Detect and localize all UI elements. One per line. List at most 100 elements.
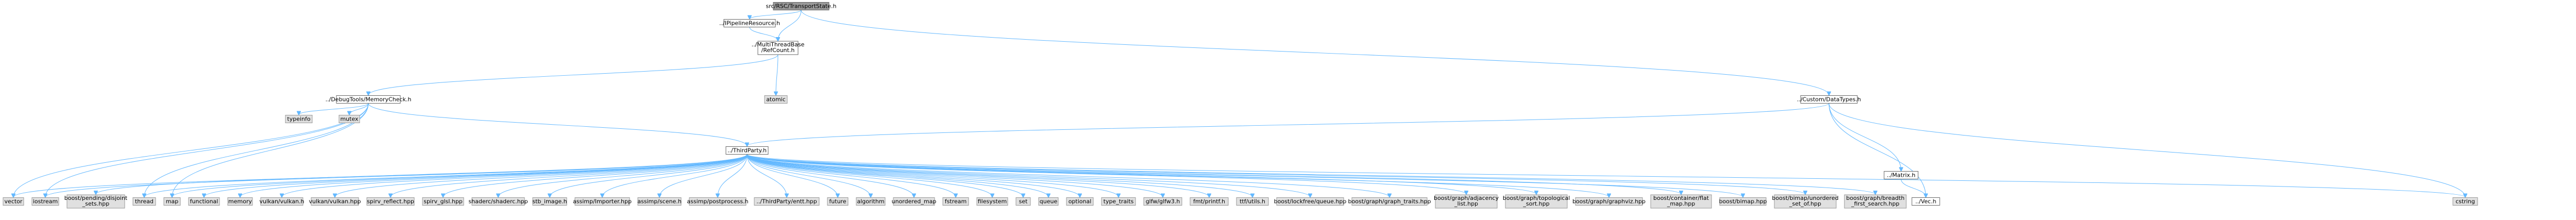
include-edge-memorycheck-to-mutex xyxy=(349,103,369,115)
include-edge-pipeline-to-multithread xyxy=(749,27,778,41)
graph-node-adjacencylist: boost/graph/adjacency_list.hpp xyxy=(1434,194,1499,209)
node-label: _sort.hpp xyxy=(1522,200,1549,207)
node-box xyxy=(1236,197,1269,206)
include-edge-thirdparty-to-assimpscene xyxy=(659,154,748,197)
node-box xyxy=(754,197,820,206)
graph-node-stbimage: stb_image.h xyxy=(532,197,567,206)
node-label: boost/pending/disjoint xyxy=(64,195,128,201)
include-edge-thirdparty-to-filesystem xyxy=(747,154,992,197)
include-edge-thirdparty-to-assimpimporter xyxy=(602,154,748,197)
node-label: functional xyxy=(190,198,218,205)
node-box xyxy=(163,197,181,206)
node-label: _map.hpp xyxy=(1667,200,1695,207)
graph-node-matrix[interactable]: ../Matrix.h xyxy=(1884,171,1919,179)
graph-node-future: future xyxy=(827,197,849,206)
graph-node-map: map xyxy=(163,197,181,206)
include-edge-memorycheck-to-thirdparty xyxy=(368,103,747,146)
node-label: assimp/Importer.hpp xyxy=(573,198,632,205)
graph-node-cstring: cstring xyxy=(2452,197,2478,206)
include-edge-thirdparty-to-vulkanhpp xyxy=(335,154,748,197)
include-edge-thirdparty-to-assimppost xyxy=(718,154,748,197)
graph-node-multithread[interactable]: ../MultiThreadBase/RefCount.h xyxy=(752,41,805,55)
graph-node-thirdparty[interactable]: ../ThirdParty.h xyxy=(725,146,769,155)
node-box xyxy=(942,197,969,206)
node-label: vulkan/vulkan.h xyxy=(259,198,304,205)
node-box xyxy=(1650,194,1712,209)
node-label: ../MultiThreadBase xyxy=(752,41,805,48)
graph-node-customtypes[interactable]: ../Custom/DataTypes.h xyxy=(1797,95,1861,104)
node-label: ttf/utils.h xyxy=(1240,198,1265,205)
node-label: mutex xyxy=(340,116,359,123)
node-label: unordered_map xyxy=(892,198,937,205)
node-box xyxy=(723,19,776,27)
node-box xyxy=(1038,197,1059,206)
graph-node-root[interactable]: src/RSC/TransportState.h xyxy=(766,2,837,10)
include-edge-thirdparty-to-bimap xyxy=(747,154,1743,197)
include-edge-memorycheck-to-typeinfo xyxy=(299,103,369,115)
node-box xyxy=(1575,197,1643,206)
node-label: _first_search.hpp xyxy=(1851,200,1899,207)
graph-node-spirvreflect: spirv_reflect.hpp xyxy=(366,197,415,206)
node-label: future xyxy=(829,198,846,205)
node-box xyxy=(764,95,788,104)
include-edge-thirdparty-to-unorderedsetof xyxy=(747,154,1805,195)
node-label: ../Vec.h xyxy=(1916,198,1937,205)
node-box xyxy=(132,197,156,206)
node-label: map xyxy=(166,198,178,205)
node-box xyxy=(1015,197,1031,206)
graph-node-atomic: atomic xyxy=(764,95,788,104)
node-box xyxy=(574,197,630,206)
node-label: atomic xyxy=(766,96,786,103)
node-box xyxy=(1143,197,1182,206)
graph-node-queue: queue xyxy=(1038,197,1059,206)
node-label: boost/graph/adjacency xyxy=(1434,195,1499,201)
node-box xyxy=(422,197,464,206)
include-edge-matrix-to-vech xyxy=(1901,179,1926,197)
include-edge-customtypes-to-vech xyxy=(1828,103,1926,197)
node-box xyxy=(1351,197,1428,206)
node-label: shaderc/shaderc.hpp xyxy=(468,198,528,205)
graph-node-topologicalsort: boost/graph/topological_sort.hpp xyxy=(1503,194,1570,209)
node-box xyxy=(338,115,360,123)
node-label: thread xyxy=(135,198,154,205)
include-edge-thirdparty-to-thirdpartyhpp xyxy=(747,154,787,197)
node-label: boost/graph/graphviz.hpp xyxy=(1572,198,1646,205)
node-label: type_traits xyxy=(1104,198,1134,205)
node-box xyxy=(773,2,829,10)
node-label: queue xyxy=(1040,198,1058,205)
node-box xyxy=(311,197,359,206)
node-label: boost/container/flat xyxy=(1653,195,1709,201)
node-label: assimp/scene.h xyxy=(637,198,681,205)
graph-node-fstream: fstream xyxy=(942,197,969,206)
include-edge-thirdparty-to-iostream xyxy=(45,154,748,197)
node-label: glfw/glfw3.h xyxy=(1146,198,1180,205)
include-edge-customtypes-to-matrix xyxy=(1828,103,1901,171)
node-box xyxy=(856,197,886,206)
node-box xyxy=(827,197,849,206)
graph-node-typetraits: type_traits xyxy=(1101,197,1136,206)
include-edge-thirdparty-to-flatmap xyxy=(747,154,1681,195)
node-box xyxy=(336,95,401,104)
node-box xyxy=(66,194,125,209)
node-label: boost/graph/topological xyxy=(1503,195,1570,201)
graph-node-filesystem: filesystem xyxy=(976,197,1008,206)
graph-node-memory: memory xyxy=(227,197,253,206)
include-edge-thirdparty-to-dynbitset xyxy=(96,154,748,195)
graph-node-optional: optional xyxy=(1066,197,1094,206)
include-edge-memorycheck-to-thread xyxy=(144,103,369,197)
graph-node-pipeline[interactable]: ../IPipelineResource.h xyxy=(719,19,780,27)
node-label: boost/lockfree/queue.hpp xyxy=(1274,198,1347,205)
graph-node-thirdpartyhpp: ../ThirdParty/entt.hpp xyxy=(754,197,820,206)
node-label: typeinfo xyxy=(287,116,310,123)
graph-node-memorycheck[interactable]: ../DebugTools/MemoryCheck.h xyxy=(326,95,412,104)
graph-node-unorderedmap: unordered_map xyxy=(892,197,937,206)
graph-node-vulkanhpp: vulkan/vulkan.hpp xyxy=(309,197,361,206)
graph-node-vech[interactable]: ../Vec.h xyxy=(1911,197,1940,206)
include-edge-thirdparty-to-fmt xyxy=(747,154,1209,197)
graph-node-flatmap: boost/container/flat_map.hpp xyxy=(1650,194,1712,209)
graph-node-vector: vector xyxy=(3,197,24,206)
include-edge-thirdparty-to-graphtraits xyxy=(747,154,1389,197)
include-edge-root-to-customtypes xyxy=(801,10,1829,95)
node-label: assimp/postprocess.h xyxy=(687,198,748,205)
graph-node-unorderedsetof: boost/bimap/unordered_set_of.hpp xyxy=(1772,194,1839,209)
